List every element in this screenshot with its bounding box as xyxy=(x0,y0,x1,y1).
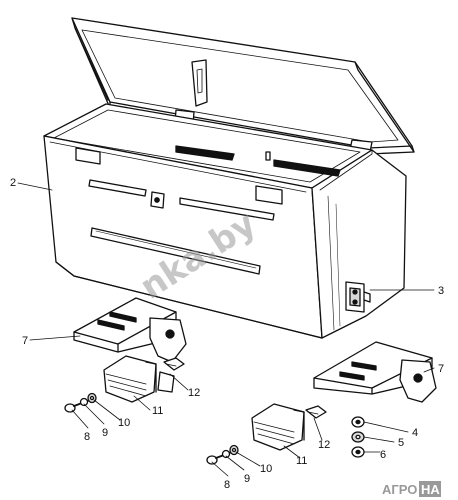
clamp-right xyxy=(251,403,327,451)
callout-labels: 2 3 4 5 6 7 7 8 8 9 9 10 10 11 11 12 12 xyxy=(10,177,444,491)
callout-8-left: 8 xyxy=(84,431,90,443)
callout-6: 6 xyxy=(380,449,386,461)
toolbox-body xyxy=(43,103,407,339)
callout-7-right: 7 xyxy=(438,363,444,375)
callout-9-right: 9 xyxy=(244,473,250,485)
callout-7-left: 7 xyxy=(22,335,28,347)
fasteners-right xyxy=(206,444,239,465)
brand-prefix: АГРО xyxy=(382,482,417,497)
callout-5: 5 xyxy=(398,437,404,449)
nut-washer-stack xyxy=(351,416,365,458)
callout-9-left: 9 xyxy=(102,427,108,439)
callout-3: 3 xyxy=(438,285,444,297)
mounting-bracket-right xyxy=(313,341,437,403)
mounting-bracket-left xyxy=(73,297,187,363)
callout-4: 4 xyxy=(412,427,418,439)
leader-lines xyxy=(17,182,435,477)
fasteners-left xyxy=(64,392,97,413)
callout-11-right: 11 xyxy=(296,455,307,467)
callout-12-left: 12 xyxy=(188,387,200,399)
callout-12-right: 12 xyxy=(318,439,330,451)
clamp-left xyxy=(103,355,185,403)
callout-11-left: 11 xyxy=(152,405,163,417)
callout-10-left: 10 xyxy=(118,417,130,429)
callout-10-right: 10 xyxy=(260,463,272,475)
brand-suffix: НА xyxy=(421,482,440,497)
callout-8-right: 8 xyxy=(224,479,230,491)
brand-logo: АГРО НА xyxy=(382,481,441,497)
callout-2: 2 xyxy=(10,177,16,189)
